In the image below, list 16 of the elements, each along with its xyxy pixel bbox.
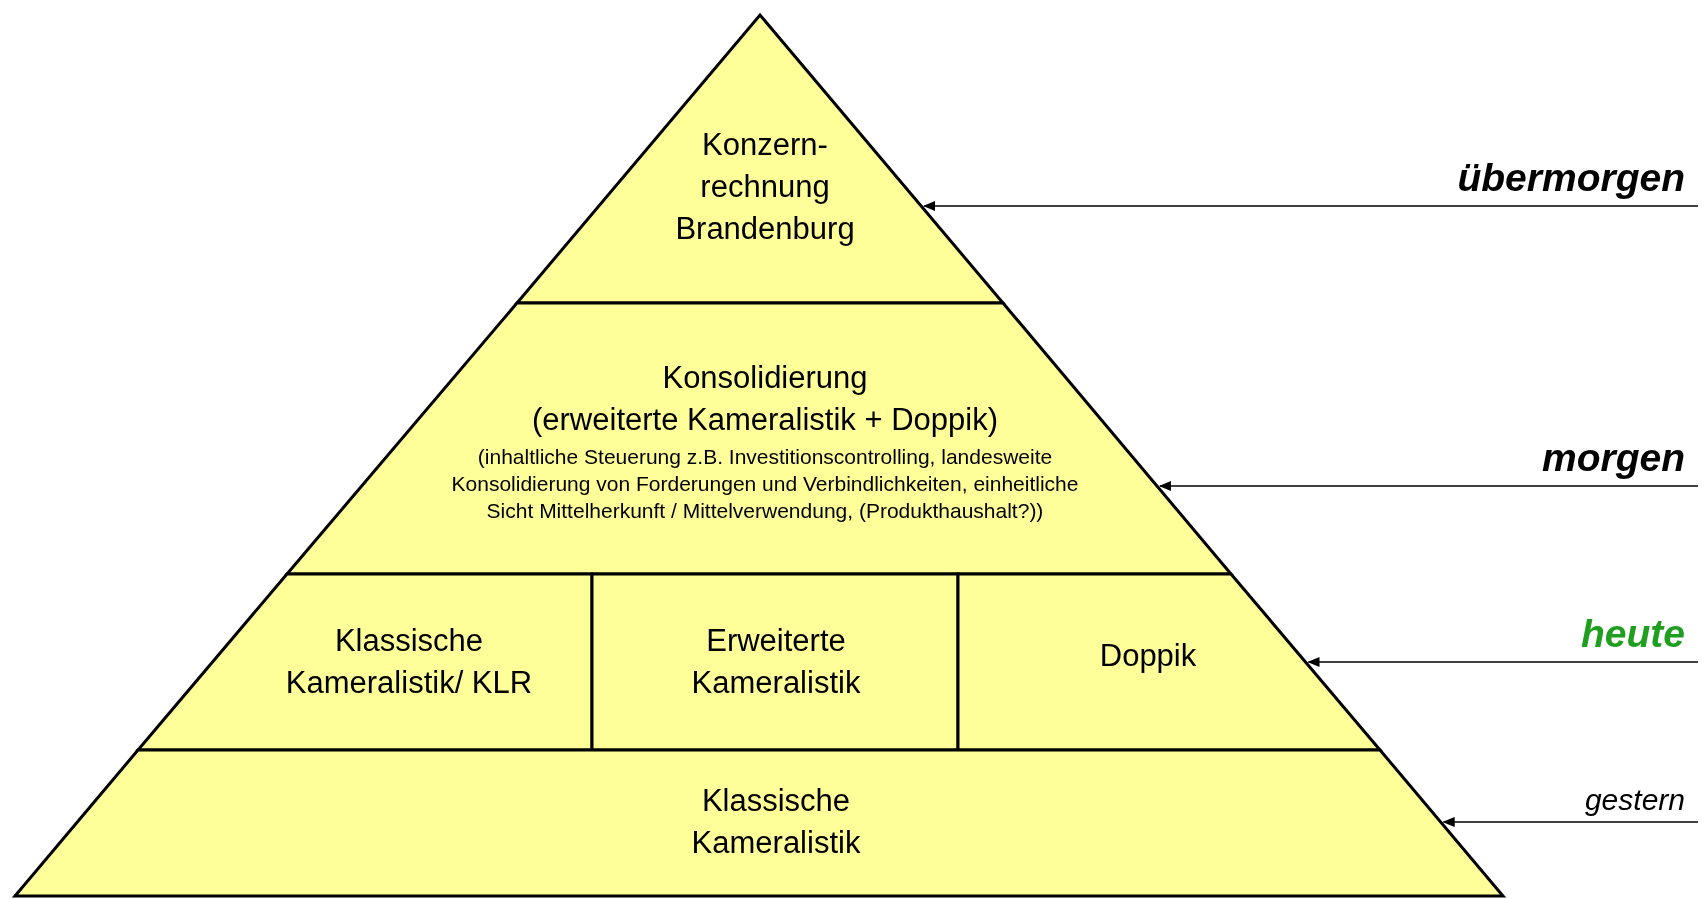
shape-label: Konzern- rechnung Brandenburg: [675, 126, 855, 248]
time-label: morgen: [1542, 437, 1685, 480]
shape-label: Doppik: [1098, 637, 1198, 675]
band-heading: Konsolidierung: [661, 358, 869, 397]
arrow: [1158, 481, 1699, 491]
band-subtitle: (erweiterte Kameralistik + Doppik): [531, 400, 999, 439]
arrow: [923, 201, 1699, 211]
shape-label: Klassische Kameralistik: [690, 782, 862, 862]
time-label: übermorgen: [1457, 157, 1685, 200]
time-label: gestern: [1584, 783, 1685, 816]
shape-label: Klassische Kameralistik/ KLR: [284, 622, 534, 702]
time-label: heute: [1581, 613, 1685, 656]
shape-label: Erweiterte Kameralistik: [690, 622, 862, 702]
arrow: [1307, 657, 1699, 667]
band-description: (inhaltliche Steuerung z.B. Investitionscontrolling, landesweite Konsolidierung von Forderungen und Verbindlichkeiten, einheitliche Sicht Mittelherkunft / Mittelverwendung, (Produkthaushalt?)): [450, 443, 1080, 524]
arrow: [1442, 817, 1699, 827]
